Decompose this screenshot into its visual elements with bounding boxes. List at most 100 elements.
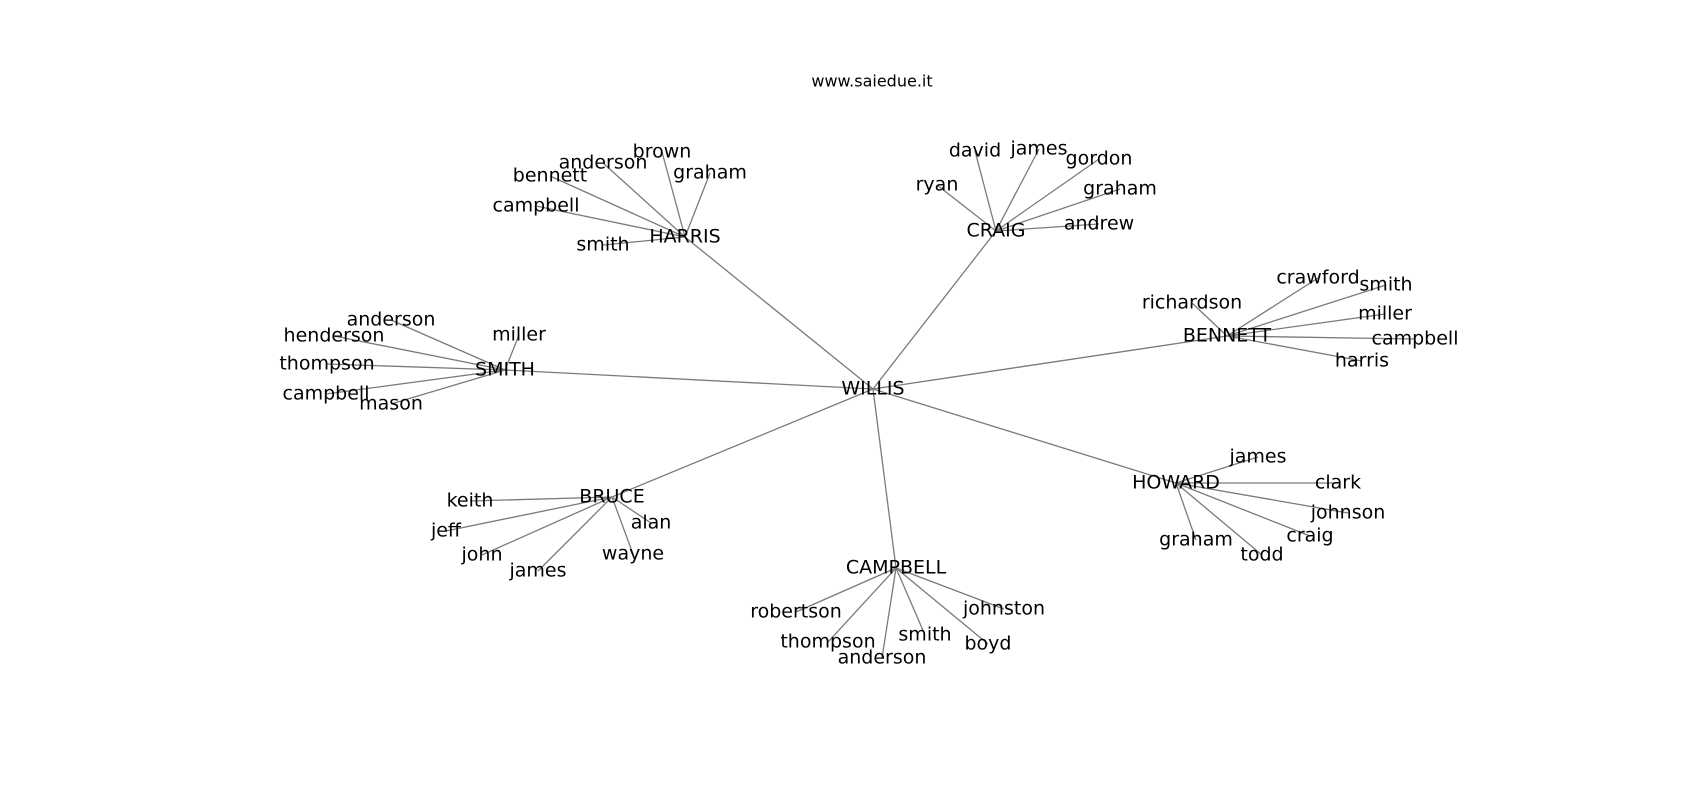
leaf-node-bruce-keith: keith bbox=[447, 490, 494, 512]
edge-root-campbell bbox=[872, 388, 897, 569]
leaf-node-bennett-campbell: campbell bbox=[1372, 328, 1459, 350]
edge-campbell-smith bbox=[895, 567, 926, 636]
edge-campbell-thompson bbox=[827, 567, 897, 643]
leaf-node-bennett-crawford: crawford bbox=[1276, 267, 1359, 289]
leaf-node-bruce-alan: alan bbox=[631, 512, 672, 534]
hub-node-campbell: CAMPBELL bbox=[846, 557, 947, 579]
edge-campbell-johnston bbox=[895, 567, 1005, 610]
leaf-node-smith-henderson: henderson bbox=[284, 325, 385, 347]
leaf-node-smith-anderson: anderson bbox=[347, 309, 436, 331]
leaf-node-craig-david: david bbox=[949, 140, 1001, 162]
hub-node-bennett: BENNETT bbox=[1183, 325, 1272, 347]
edge-craig-gordon bbox=[995, 158, 1100, 232]
edge-root-bruce bbox=[611, 388, 874, 498]
hub-node-harris: HARRIS bbox=[649, 226, 720, 248]
edge-smith-thompson bbox=[326, 363, 506, 371]
leaf-node-campbell-robertson: robertson bbox=[750, 601, 842, 623]
leaf-node-campbell-johnston: johnston bbox=[962, 598, 1045, 620]
leaf-node-bruce-john: john bbox=[461, 544, 503, 566]
edge-howard-johnson bbox=[1175, 482, 1349, 514]
edge-bruce-james bbox=[537, 496, 613, 572]
hub-node-smith: SMITH bbox=[475, 359, 535, 381]
hub-node-craig: CRAIG bbox=[966, 220, 1025, 242]
leaf-node-smith-campbell: campbell bbox=[283, 383, 370, 405]
hub-node-bruce: BRUCE bbox=[579, 486, 644, 508]
edge-bennett-harris bbox=[1226, 335, 1363, 362]
edge-harris-brown bbox=[661, 151, 686, 238]
edge-howard-todd bbox=[1175, 482, 1263, 556]
edge-harris-campbell bbox=[535, 205, 686, 238]
edge-craig-david bbox=[974, 150, 997, 232]
edge-harris-bennett bbox=[549, 175, 686, 238]
edge-craig-james bbox=[995, 148, 1040, 232]
edge-campbell-robertson bbox=[795, 567, 897, 613]
edge-root-harris bbox=[684, 236, 874, 390]
edge-harris-graham bbox=[684, 172, 711, 238]
edge-bennett-crawford bbox=[1226, 277, 1319, 337]
edge-bennett-campbell bbox=[1226, 335, 1416, 340]
leaf-node-campbell-smith: smith bbox=[898, 624, 951, 646]
edge-howard-james bbox=[1175, 456, 1259, 484]
leaf-node-smith-mason: mason bbox=[359, 393, 423, 415]
edge-smith-campbell bbox=[325, 369, 506, 395]
edge-root-howard bbox=[872, 388, 1177, 484]
leaf-node-bennett-richardson: richardson bbox=[1142, 292, 1242, 314]
leaf-node-harris-anderson: anderson bbox=[559, 152, 648, 174]
edge-smith-henderson bbox=[333, 335, 506, 371]
edge-smith-miller bbox=[504, 334, 520, 371]
leaf-node-bruce-jeff: jeff bbox=[430, 520, 462, 542]
edge-craig-ryan bbox=[936, 184, 997, 232]
leaf-node-bennett-miller: miller bbox=[1358, 303, 1412, 325]
leaf-node-craig-gordon: gordon bbox=[1066, 148, 1133, 170]
leaf-node-bennett-smith: smith bbox=[1359, 274, 1412, 296]
edge-bruce-alan bbox=[611, 496, 652, 524]
hub-node-howard: HOWARD bbox=[1132, 472, 1220, 494]
leaf-node-craig-james: james bbox=[1009, 138, 1067, 160]
edge-bennett-smith bbox=[1226, 284, 1387, 337]
leaf-node-craig-graham: graham bbox=[1083, 178, 1157, 200]
edge-bruce-jeff bbox=[445, 496, 613, 532]
edge-campbell-boyd bbox=[895, 567, 989, 645]
edge-bruce-keith bbox=[469, 496, 613, 502]
edge-campbell-anderson bbox=[881, 567, 897, 659]
root-node: WILLIS bbox=[841, 378, 904, 400]
edge-root-smith bbox=[504, 369, 874, 390]
edge-root-bennett bbox=[872, 335, 1228, 390]
edge-howard-craig bbox=[1175, 482, 1311, 537]
leaf-node-harris-bennett: bennett bbox=[513, 165, 587, 187]
edge-bruce-wayne bbox=[611, 496, 634, 555]
leaf-node-howard-todd: todd bbox=[1240, 544, 1283, 566]
leaf-node-craig-ryan: ryan bbox=[916, 174, 959, 196]
edge-root-craig bbox=[872, 230, 997, 390]
leaf-node-howard-johnson: johnson bbox=[1310, 502, 1386, 524]
edge-harris-anderson bbox=[602, 162, 686, 238]
leaf-node-howard-james: james bbox=[1228, 446, 1286, 468]
leaf-node-campbell-boyd: boyd bbox=[965, 633, 1012, 655]
leaf-node-harris-smith: smith bbox=[576, 234, 629, 256]
leaf-node-craig-andrew: andrew bbox=[1064, 213, 1134, 235]
leaf-node-bruce-james: james bbox=[508, 560, 566, 582]
site-title: www.saiedue.it bbox=[811, 72, 932, 91]
edge-bennett-richardson bbox=[1191, 302, 1228, 337]
leaf-node-harris-brown: brown bbox=[633, 141, 692, 163]
leaf-node-campbell-anderson: anderson bbox=[838, 647, 927, 669]
edge-howard-graham bbox=[1175, 482, 1197, 541]
edge-bruce-john bbox=[481, 496, 613, 556]
leaf-node-bennett-harris: harris bbox=[1335, 350, 1389, 372]
edge-harris-smith bbox=[602, 236, 686, 246]
leaf-node-harris-graham: graham bbox=[673, 162, 747, 184]
edge-craig-graham bbox=[995, 188, 1121, 232]
leaf-node-howard-clark: clark bbox=[1315, 472, 1361, 494]
leaf-node-smith-thompson: thompson bbox=[279, 353, 374, 375]
edge-craig-andrew bbox=[995, 223, 1100, 232]
edge-smith-anderson bbox=[390, 319, 506, 371]
edge-bennett-miller bbox=[1226, 313, 1386, 337]
leaf-node-bruce-wayne: wayne bbox=[602, 543, 664, 565]
leaf-node-howard-craig: craig bbox=[1286, 525, 1333, 547]
leaf-node-campbell-thompson: thompson bbox=[780, 631, 875, 653]
leaf-node-howard-graham: graham bbox=[1159, 529, 1233, 551]
leaf-node-smith-miller: miller bbox=[492, 324, 546, 346]
edge-smith-mason bbox=[390, 369, 506, 405]
